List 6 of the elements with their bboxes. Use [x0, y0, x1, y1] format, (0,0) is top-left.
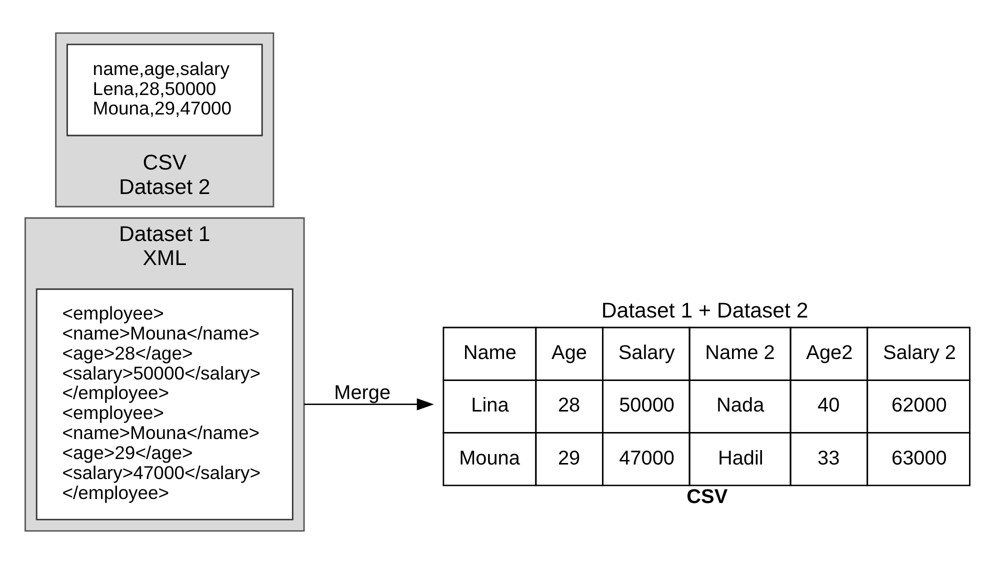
edge-label: Merge	[334, 381, 391, 404]
arrow	[304, 398, 434, 410]
node-box: <employee> <name>Mouna</name> <age>28</age> <salary>50000</salary> </employee> <employee> <name>Mouna</name> <age>29</age> <salary>47000</salary> </employee>	[36, 288, 294, 520]
node-label: CSV	[686, 485, 728, 508]
node-label: Dataset 1 + Dataset 2	[601, 298, 808, 322]
node-box: name,age,salary Lena,28,50000 Mouna,29,47000	[66, 43, 263, 136]
